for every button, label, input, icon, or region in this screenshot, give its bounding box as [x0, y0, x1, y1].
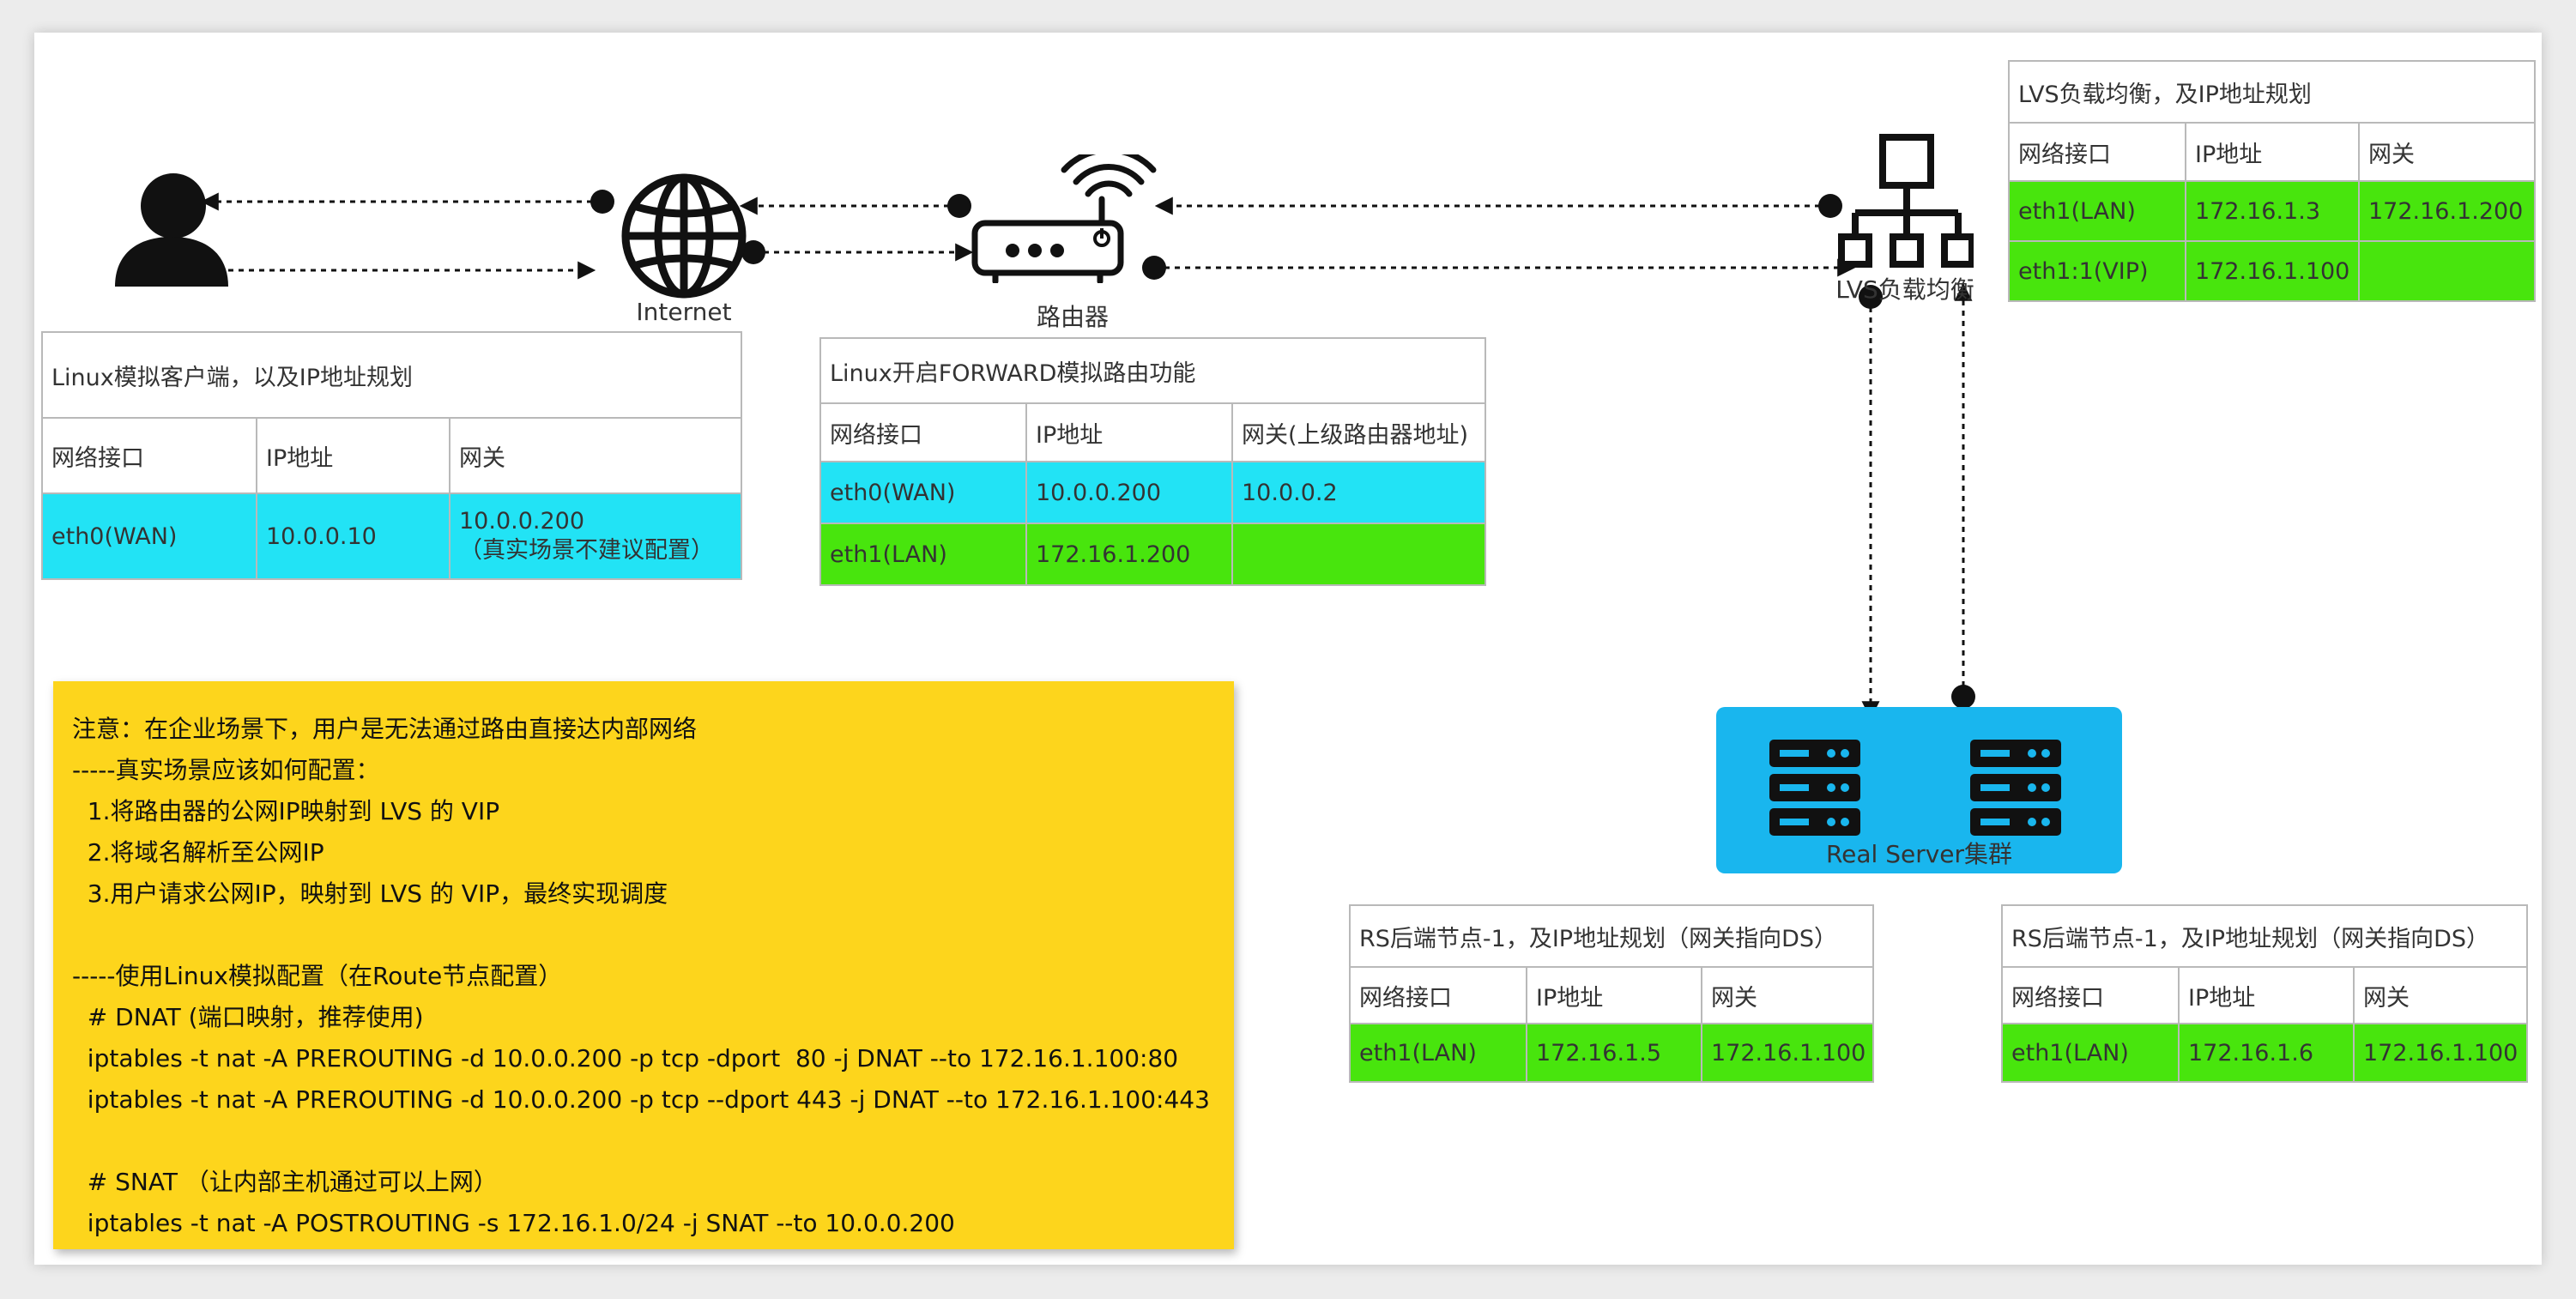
user-icon	[115, 173, 228, 287]
wire-dot	[1859, 285, 1883, 309]
ip-cell: 172.16.1.5	[1526, 1023, 1702, 1083]
table-header: 网络接口	[2008, 122, 2186, 182]
ip-cell: 172.16.1.6	[2178, 1023, 2355, 1083]
note-line: 2.将域名解析至公网IP	[72, 838, 324, 867]
gateway-cell: 172.16.1.100	[1701, 1023, 1874, 1083]
connection-wires	[200, 190, 1975, 720]
ip-cell: 172.16.1.3	[2185, 180, 2360, 242]
note-line	[72, 1121, 1234, 1162]
note-line: iptables -t nat -A POSTROUTING -s 172.16…	[72, 1209, 955, 1237]
iface-cell: eth0(WAN)	[819, 461, 1027, 524]
router-wifi-icon	[971, 154, 1157, 283]
note-line: 1.将路由器的公网IP映射到 LVS 的 VIP	[72, 797, 500, 825]
iface-cell: eth1:1(VIP)	[2008, 240, 2186, 302]
real-server-label: Real Server集群	[1825, 840, 2013, 868]
table-header: 网络接口	[819, 402, 1027, 462]
gateway-note: （真实场景不建议配置）	[459, 537, 714, 564]
gateway-cell: 172.16.1.100	[2353, 1023, 2528, 1083]
client-ip-table: Linux模拟客户端，以及IP地址规划 网络接口 IP地址 网关 eth0(WA…	[40, 331, 743, 580]
ip-cell: 10.0.0.10	[256, 492, 450, 580]
wire-dot	[741, 240, 765, 264]
table-header: IP地址	[2185, 122, 2360, 182]
real-server-cluster: Real Server集群	[1716, 707, 2122, 873]
table-header: 网关(上级路由器地址)	[1231, 402, 1487, 462]
table-header: 网络接口	[2001, 966, 2180, 1024]
table-row: eth0(WAN) 10.0.0.10 10.0.0.200 （真实场景不建议配…	[41, 492, 743, 580]
note-line: iptables -t nat -A PREROUTING -d 10.0.0.…	[72, 1085, 1210, 1114]
configuration-note: 注意：在企业场景下，用户是无法通过路由直接达内部网络 -----真实场景应该如何…	[53, 681, 1234, 1249]
note-line: -----使用Linux模拟配置（在Route节点配置）	[72, 962, 563, 990]
table-header: 网络接口	[41, 417, 257, 494]
table-header: IP地址	[1025, 402, 1233, 462]
router-ip-table: Linux开启FORWARD模拟路由功能 网络接口 IP地址 网关(上级路由器地…	[819, 337, 1487, 586]
diagram-canvas: Internet 路由器	[34, 33, 2542, 1265]
gateway-cell	[2358, 240, 2536, 302]
gateway-cell: 10.0.0.2	[1231, 461, 1487, 524]
wire-dot	[1818, 194, 1842, 218]
note-line: # SNAT （让内部主机通过可以上网）	[72, 1168, 498, 1196]
table-title: RS后端节点-1，及IP地址规划（网关指向DS）	[1349, 904, 1874, 968]
ip-cell: 10.0.0.200	[1025, 461, 1233, 524]
table-header: 网关	[1701, 966, 1874, 1024]
ip-cell: 172.16.1.200	[1025, 523, 1233, 586]
gateway-cell	[1231, 523, 1487, 586]
lvs-ip-table: LVS负载均衡，及IP地址规划 网络接口 IP地址 网关 eth1(LAN) 1…	[2008, 60, 2536, 302]
router-label: 路由器	[1036, 303, 1109, 331]
wire-dot	[590, 190, 614, 214]
internet-label: Internet	[636, 298, 732, 326]
iface-cell: eth1(LAN)	[2001, 1023, 2180, 1083]
gateway-cell: 10.0.0.200 （真实场景不建议配置）	[448, 492, 743, 580]
table-header: IP地址	[256, 417, 450, 494]
globe-icon	[621, 173, 747, 299]
iface-cell: eth1(LAN)	[1349, 1023, 1527, 1083]
iface-cell: eth0(WAN)	[41, 492, 257, 580]
wire-dot	[1951, 685, 1975, 709]
gateway-value: 10.0.0.200	[459, 508, 584, 535]
note-line: -----真实场景应该如何配置：	[72, 756, 380, 784]
table-header: 网关	[448, 417, 743, 494]
table-title: Linux开启FORWARD模拟路由功能	[819, 337, 1487, 404]
note-line: iptables -t nat -A PREROUTING -d 10.0.0.…	[72, 1044, 1179, 1072]
iface-cell: eth1(LAN)	[819, 523, 1027, 586]
server-rack-icon	[1769, 740, 1860, 836]
table-row: eth1(LAN) 172.16.1.200	[819, 523, 1487, 586]
note-line: 注意：在企业场景下，用户是无法通过路由直接达内部网络	[72, 715, 698, 743]
table-title: RS后端节点-1，及IP地址规划（网关指向DS）	[2001, 904, 2528, 968]
table-title: LVS负载均衡，及IP地址规划	[2008, 60, 2536, 124]
iface-cell: eth1(LAN)	[2008, 180, 2186, 242]
lvs-label: LVS负载均衡	[1835, 275, 1974, 304]
table-header: IP地址	[1526, 966, 1702, 1024]
note-line	[72, 915, 1234, 956]
table-title: Linux模拟客户端，以及IP地址规划	[40, 331, 743, 419]
server-rack-icon	[1970, 740, 2061, 836]
table-header: 网关	[2353, 966, 2528, 1024]
table-row: eth1(LAN) 172.16.1.6 172.16.1.100	[2001, 1023, 2528, 1083]
note-line: # DNAT (端口映射，推荐使用)	[72, 1003, 424, 1031]
ip-cell: 172.16.1.100	[2185, 240, 2360, 302]
rs2-ip-table: RS后端节点-1，及IP地址规划（网关指向DS） 网络接口 IP地址 网关 et…	[2001, 904, 2528, 1083]
wire-dot	[1142, 256, 1166, 280]
note-line: 3.用户请求公网IP，映射到 LVS 的 VIP，最终实现调度	[72, 879, 668, 908]
gateway-cell: 172.16.1.200	[2358, 180, 2536, 242]
table-row: eth0(WAN) 10.0.0.200 10.0.0.2	[819, 461, 1487, 524]
table-header: 网关	[2358, 122, 2536, 182]
wire-dot	[947, 194, 971, 218]
table-row: eth1(LAN) 172.16.1.3 172.16.1.200	[2008, 180, 2536, 242]
table-header: 网络接口	[1349, 966, 1527, 1024]
rs1-ip-table: RS后端节点-1，及IP地址规划（网关指向DS） 网络接口 IP地址 网关 et…	[1349, 904, 1874, 1083]
table-row: eth1:1(VIP) 172.16.1.100	[2008, 240, 2536, 302]
network-hierarchy-icon	[1838, 134, 1974, 268]
table-row: eth1(LAN) 172.16.1.5 172.16.1.100	[1349, 1023, 1874, 1083]
table-header: IP地址	[2178, 966, 2355, 1024]
